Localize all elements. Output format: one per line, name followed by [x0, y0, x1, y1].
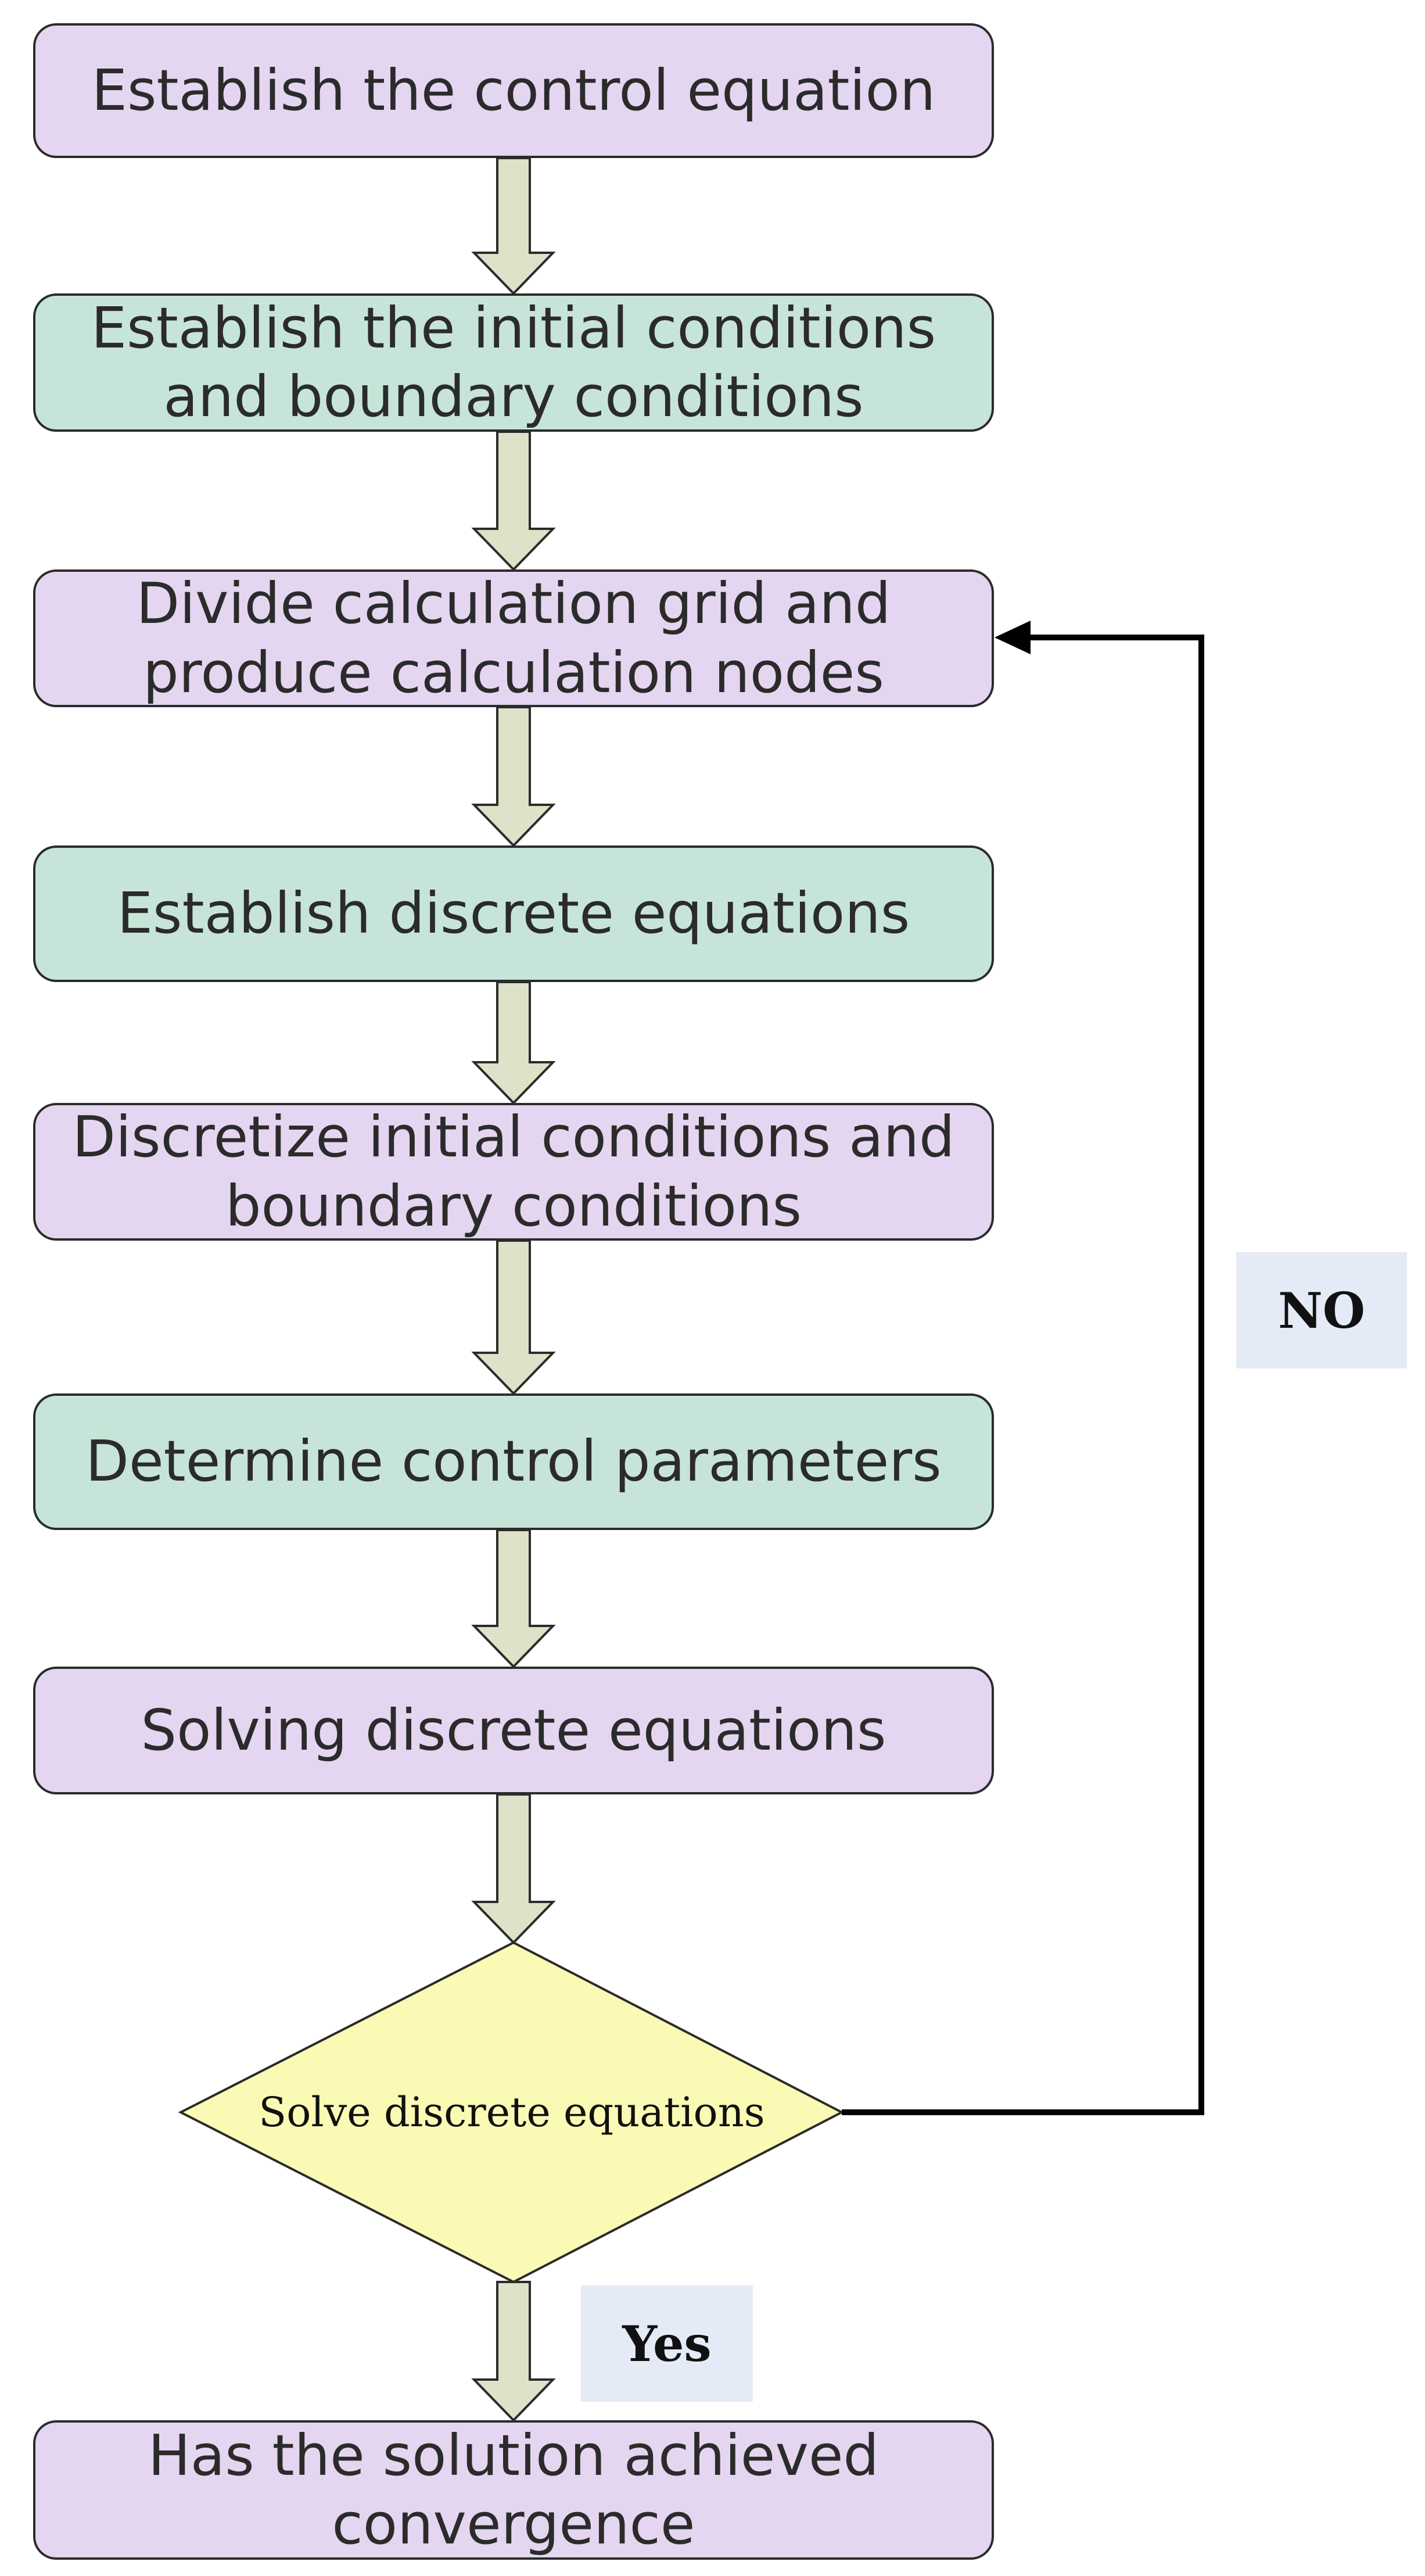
- step-label-line: Establish the control equation: [91, 57, 936, 123]
- flow-arrow: [471, 157, 556, 295]
- step-label-line: convergence: [332, 2491, 695, 2557]
- no-feedback-arrowhead: [995, 621, 1031, 654]
- step-label-line: Divide calculation grid and: [136, 571, 891, 637]
- step-label-line: Establish discrete equations: [117, 880, 910, 947]
- step-establish-control-equation: Establish the control equation: [33, 23, 994, 158]
- no-branch-label: NO: [1236, 1252, 1407, 1368]
- step-label-line: Discretize initial conditions and: [72, 1104, 955, 1170]
- step-label: Solving discrete equations: [141, 1696, 886, 1765]
- flow-arrow: [471, 981, 556, 1105]
- step-label: Determine control parameters: [85, 1427, 941, 1496]
- step-label-line: boundary conditions: [225, 1173, 802, 1239]
- no-feedback-line: [842, 635, 1204, 2115]
- step-label-line: Establish the initial conditions: [91, 295, 936, 361]
- yes-branch-label: Yes: [581, 2285, 753, 2402]
- step-label-line: produce calculation nodes: [143, 639, 884, 705]
- step-label-line: and boundary conditions: [163, 364, 864, 429]
- step-label: Establish discrete equations: [117, 879, 910, 948]
- flow-arrow: [471, 1239, 556, 1395]
- flow-arrow: [471, 706, 556, 847]
- step-establish-discrete-equations: Establish discrete equations: [33, 845, 994, 982]
- decision-diamond: [178, 1941, 845, 2284]
- decision-label: Solve discrete equations: [259, 2088, 765, 2136]
- step-solving-discrete-equations: Solving discrete equations: [33, 1667, 994, 1794]
- step-label-line: Has the solution achieved: [148, 2422, 880, 2488]
- step-label-line: Solving discrete equations: [141, 1697, 886, 1763]
- flow-arrow: [471, 2281, 556, 2422]
- flow-arrow: [471, 431, 556, 571]
- flow-arrow: [471, 1793, 556, 1944]
- step-determine-control-parameters: Determine control parameters: [33, 1393, 994, 1530]
- flow-arrows: [471, 157, 556, 2422]
- step-label: Establish the control equation: [92, 56, 936, 125]
- step-label-line: Determine control parameters: [85, 1428, 942, 1495]
- flow-arrow: [471, 1529, 556, 1668]
